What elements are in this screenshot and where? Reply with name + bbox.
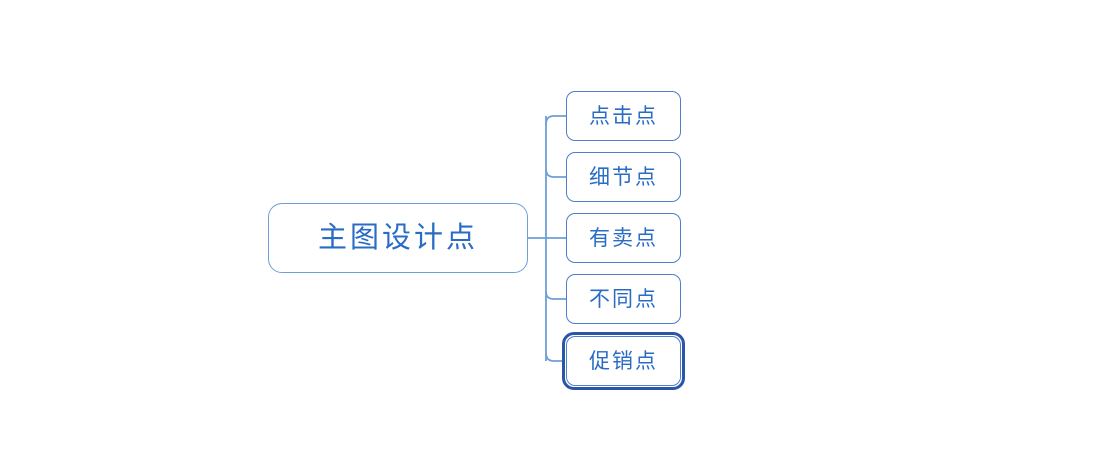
connector-branch-0 — [545, 115, 566, 125]
mindmap-child-node-1[interactable]: 细节点 — [566, 152, 681, 202]
mindmap-child-node-0[interactable]: 点击点 — [566, 91, 681, 141]
mindmap-child-label-0: 点击点 — [589, 103, 658, 128]
connector-branch-3 — [545, 291, 566, 300]
mindmap-root-node[interactable]: 主图设计点 — [268, 203, 528, 273]
connector-branch-4 — [545, 352, 562, 362]
mindmap-child-label-4: 促销点 — [589, 348, 658, 373]
node-selection-ring — [562, 332, 685, 390]
mindmap-child-node-2[interactable]: 有卖点 — [566, 213, 681, 263]
mindmap-child-node-3[interactable]: 不同点 — [566, 274, 681, 324]
mindmap-root-label: 主图设计点 — [317, 221, 478, 254]
mindmap-child-label-3: 不同点 — [589, 286, 658, 311]
mindmap-child-label-2: 有卖点 — [589, 225, 658, 250]
mindmap-child-node-4[interactable]: 促销点 — [566, 336, 681, 386]
connector-branch-1 — [545, 168, 566, 178]
mindmap-child-label-1: 细节点 — [589, 164, 658, 189]
